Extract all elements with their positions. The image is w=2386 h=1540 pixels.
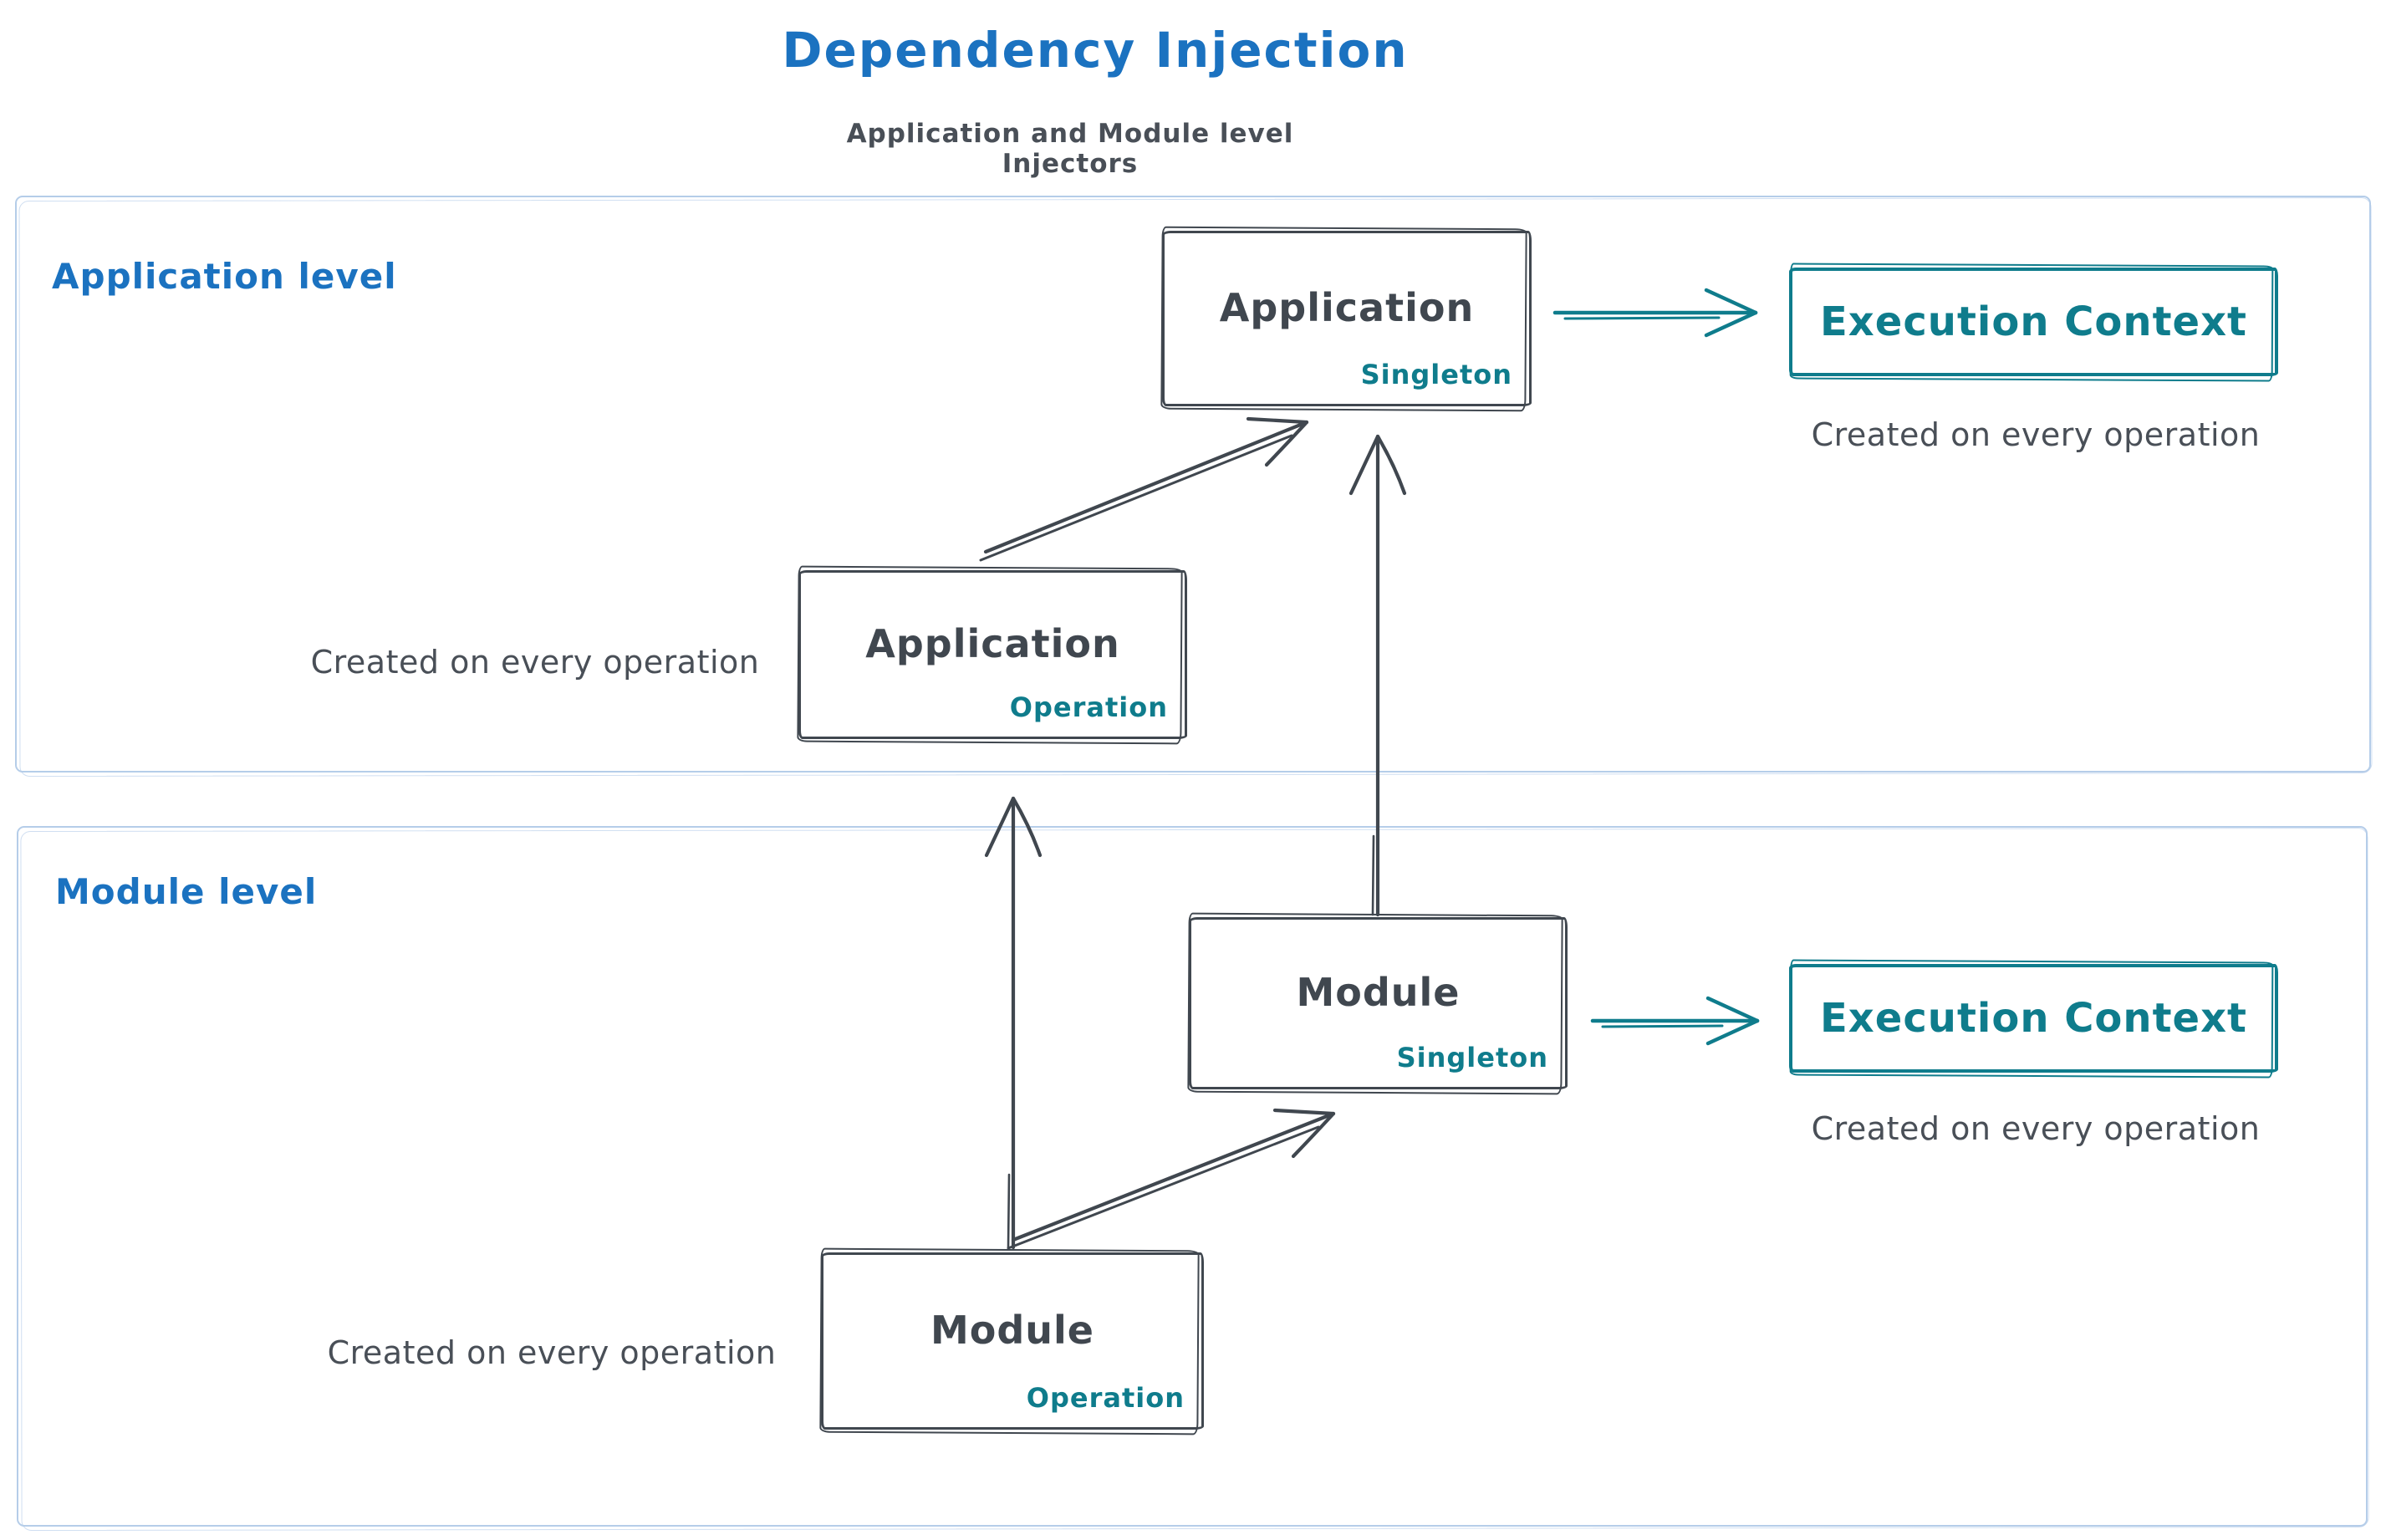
module-singleton-box: Module Singleton xyxy=(1189,917,1568,1089)
diagram-title: Dependency Injection xyxy=(782,22,1409,79)
module-operation-title: Module xyxy=(930,1308,1095,1353)
application-operation-box: Application Operation xyxy=(798,570,1187,739)
diagram-subtitle: Application and Module level Injectors xyxy=(846,119,1294,179)
application-singleton-title: Application xyxy=(1219,285,1475,330)
module-execution-context-box: Execution Context xyxy=(1789,964,2278,1073)
module-execution-context-label: Execution Context xyxy=(1820,995,2247,1042)
application-singleton-scope-label: Singleton xyxy=(1360,359,1512,390)
application-execution-context-label: Execution Context xyxy=(1820,298,2247,345)
application-execution-context-caption: Created on every operation xyxy=(1811,416,2261,453)
module-singleton-title: Module xyxy=(1296,970,1461,1015)
application-operation-caption: Created on every operation xyxy=(310,644,760,681)
application-level-container xyxy=(15,196,2371,773)
application-singleton-box: Application Singleton xyxy=(1162,231,1532,406)
application-level-label: Application level xyxy=(52,256,397,297)
application-operation-scope-label: Operation xyxy=(1009,691,1168,723)
module-operation-scope-label: Operation xyxy=(1026,1382,1185,1414)
module-operation-caption: Created on every operation xyxy=(327,1334,777,1371)
module-operation-box: Module Operation xyxy=(821,1252,1204,1430)
module-singleton-scope-label: Singleton xyxy=(1396,1042,1548,1073)
application-operation-title: Application xyxy=(865,621,1120,666)
module-level-label: Module level xyxy=(55,871,318,912)
module-execution-context-caption: Created on every operation xyxy=(1811,1110,2261,1147)
application-execution-context-box: Execution Context xyxy=(1789,268,2278,376)
module-level-container xyxy=(17,826,2368,1527)
